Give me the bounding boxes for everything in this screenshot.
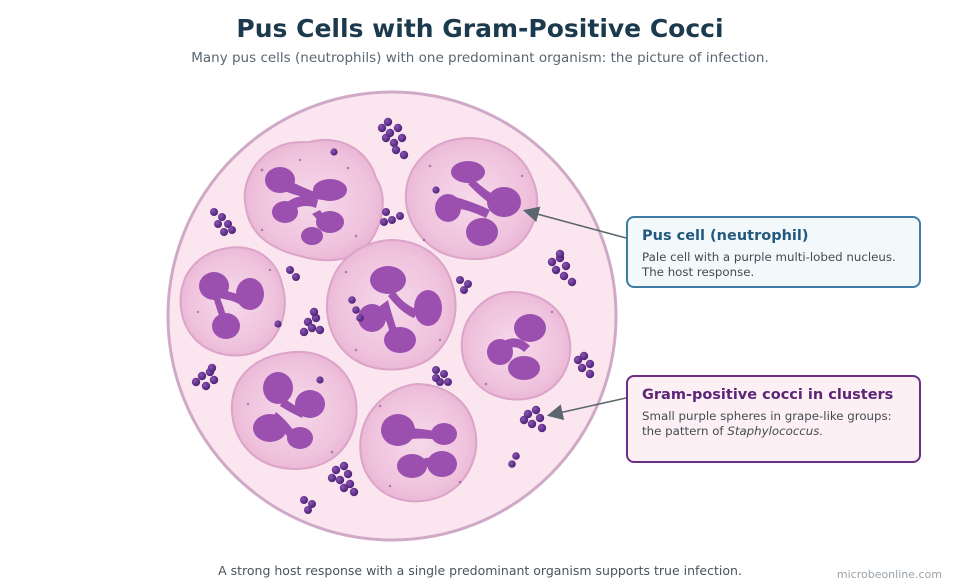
coccus-cluster (432, 366, 452, 386)
neutrophil-pointer-arrow (522, 206, 627, 239)
page-title: Pus Cells with Gram-Positive Cocci (236, 14, 724, 43)
cocci-callout-organism: Staphylococcus. (727, 424, 824, 438)
coccus-cluster (456, 276, 472, 294)
coccus-cluster (377, 117, 409, 160)
coccus-cluster (519, 405, 547, 433)
page-subtitle: Many pus cells (neutrophils) with one pr… (191, 50, 769, 66)
neutrophil-cell (243, 138, 384, 262)
coccus-cluster (286, 266, 300, 281)
cocci-callout-heading: Gram-positive cocci in clusters (642, 387, 894, 403)
cocci-clusters (191, 117, 595, 514)
neutrophil-callout: Pus cell (neutrophil) Pale cell with a p… (626, 216, 921, 288)
coccus-cluster (508, 452, 520, 468)
coccus-cluster (191, 363, 219, 391)
footer-note: A strong host response with a single pre… (218, 563, 742, 578)
neutrophil-cell (230, 350, 358, 470)
coccus-cluster (300, 496, 316, 514)
coccus-cluster (210, 208, 236, 236)
neutrophil-cell (460, 290, 572, 401)
cocci-callout: Gram-positive cocci in clusters Small pu… (626, 375, 921, 463)
neutrophil-callout-heading: Pus cell (neutrophil) (642, 228, 809, 244)
cocci-pointer-arrow (546, 397, 627, 421)
coccus-cluster (327, 461, 359, 497)
coccus-cluster (299, 307, 325, 337)
coccus-cluster (547, 249, 577, 287)
cocci-callout-text-lead: Small purple spheres in grape-like group… (642, 409, 892, 438)
neutrophil-cell (326, 238, 457, 371)
coccus-cluster (348, 296, 364, 322)
coccus-cluster (573, 351, 595, 379)
granules (196, 158, 554, 488)
neutrophil-cell (404, 136, 539, 261)
coccus-cluster (380, 208, 404, 226)
source-credit: microbeonline.com (836, 568, 942, 581)
neutrophil-cell (179, 246, 286, 357)
neutrophil-callout-text: Pale cell with a purple multi-lobed nucl… (642, 250, 896, 279)
coccus-single (274, 148, 440, 384)
cocci-callout-text: Small purple spheres in grape-like group… (642, 409, 905, 439)
neutrophil-cell (359, 382, 478, 503)
